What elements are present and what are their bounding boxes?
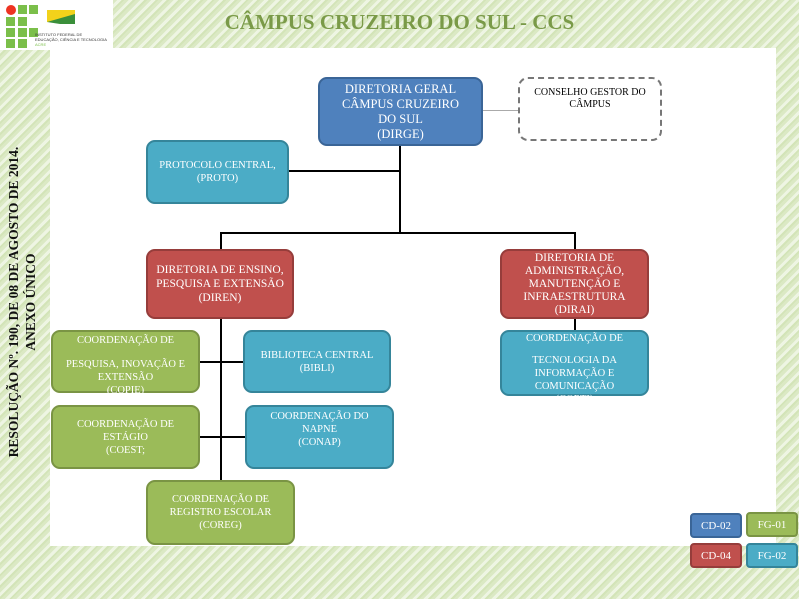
box-coreg: COORDENAÇÃO DE REGISTRO ESCOLAR (COREG) [146, 480, 295, 545]
resolution-line: RESOLUÇÃO Nº. 190, DE 08 DE AGOSTO DE 20… [6, 146, 21, 458]
box-text: TECNOLOGIA DA [532, 355, 617, 366]
box-text: REGISTRO ESCOLAR [169, 507, 272, 518]
connector [200, 361, 243, 363]
box-text: DIRETORIA DE [534, 251, 615, 264]
box-text: ADMINISTRAÇÃO, [524, 264, 625, 277]
ifac-logo-icon [6, 5, 75, 48]
box-text: (CORTI) [555, 394, 594, 405]
box-text: CÂMPUS CRUZEIRO [341, 96, 460, 111]
box-text: (CONAP) [298, 437, 341, 448]
resolution-caption: RESOLUÇÃO Nº. 190, DE 08 DE AGOSTO DE 20… [5, 112, 39, 492]
box-text: (BIBLI) [299, 362, 335, 374]
box-conap: COORDENAÇÃO DO NAPNE (CONAP) [245, 405, 394, 469]
box-text: NAPNE [301, 424, 337, 435]
box-text: COMUNICAÇÃO [534, 381, 615, 392]
box-copie: COORDENAÇÃO DE PESQUISA, INOVAÇÃO E EXTENS… [51, 330, 200, 396]
connector [289, 170, 400, 172]
box-text: DO SUL [378, 111, 423, 126]
box-text: COORDENAÇÃO DE [76, 418, 175, 430]
box-text: DIRETORIA GERAL [344, 81, 457, 96]
logo-text-1: INSTITUTO FEDERAL DE [35, 32, 83, 37]
box-text: COORDENAÇÃO DE [525, 333, 624, 344]
box-text: (DIRAI) [554, 303, 595, 316]
box-text: CÂMPUS [569, 99, 611, 110]
box-diren: DIRETORIA DE ENSINO, PESQUISA E EXTENSÃO (… [146, 249, 294, 319]
box-text: (COREG) [199, 520, 242, 531]
box-text: ESTÁGIO [103, 431, 148, 443]
connector [220, 232, 222, 480]
legend-fg01: FG-01 [746, 512, 798, 537]
logo-text-3: ACRE [35, 42, 47, 47]
box-text: (COPIE) [106, 385, 145, 396]
box-text: MANUTENÇÃO E [528, 277, 621, 290]
page-title: CÂMPUS CRUZEIRO DO SUL - CCS [224, 10, 575, 34]
box-text: COORDENAÇÃO DE [76, 335, 175, 346]
box-text: INFORMAÇÃO E [534, 368, 615, 379]
box-text: (DIREN) [198, 292, 242, 304]
box-text: (COEST; [105, 444, 146, 456]
box-text: BIBLIOTECA CENTRAL [260, 349, 374, 361]
legend-cd02: CD-02 [690, 513, 742, 538]
box-text: (DIRGE) [377, 126, 424, 141]
legend-cd04: CD-04 [690, 543, 742, 568]
box-text: PESQUISA E EXTENSÃO [156, 278, 284, 290]
box-text: EXTENSÃO [97, 372, 154, 383]
box-corti: COORDENAÇÃO DE TECNOLOGIA DA INFORMAÇÃO E C… [500, 330, 649, 405]
box-text: INFRAESTRUTURA [523, 290, 626, 303]
annex-line: ANEXO ÚNICO [23, 253, 38, 351]
connector [399, 146, 401, 234]
ifac-logo: INSTITUTO FEDERAL DE EDUCAÇÃO, CIÊNCIA E… [0, 0, 113, 50]
box-text: COORDENAÇÃO DO [270, 411, 369, 422]
box-text: DIRETORIA DE ENSINO, [156, 264, 284, 276]
box-text: PROTOCOLO CENTRAL, [159, 160, 276, 171]
logo-text-2: EDUCAÇÃO, CIÊNCIA E TECNOLOGIA [35, 37, 107, 42]
connector [200, 436, 245, 438]
box-text: COORDENAÇÃO DE [171, 494, 270, 505]
connector [483, 110, 519, 111]
legend-fg02: FG-02 [746, 543, 798, 568]
box-text: PESQUISA, INOVAÇÃO E [65, 359, 186, 370]
box-text: (PROTO) [196, 173, 239, 184]
box-bibli: BIBLIOTECA CENTRAL(BIBLI) [243, 330, 391, 393]
connector [220, 232, 576, 234]
box-text: CONSELHO GESTOR DO [534, 87, 646, 98]
box-proto: PROTOCOLO CENTRAL, (PROTO) [146, 140, 289, 204]
